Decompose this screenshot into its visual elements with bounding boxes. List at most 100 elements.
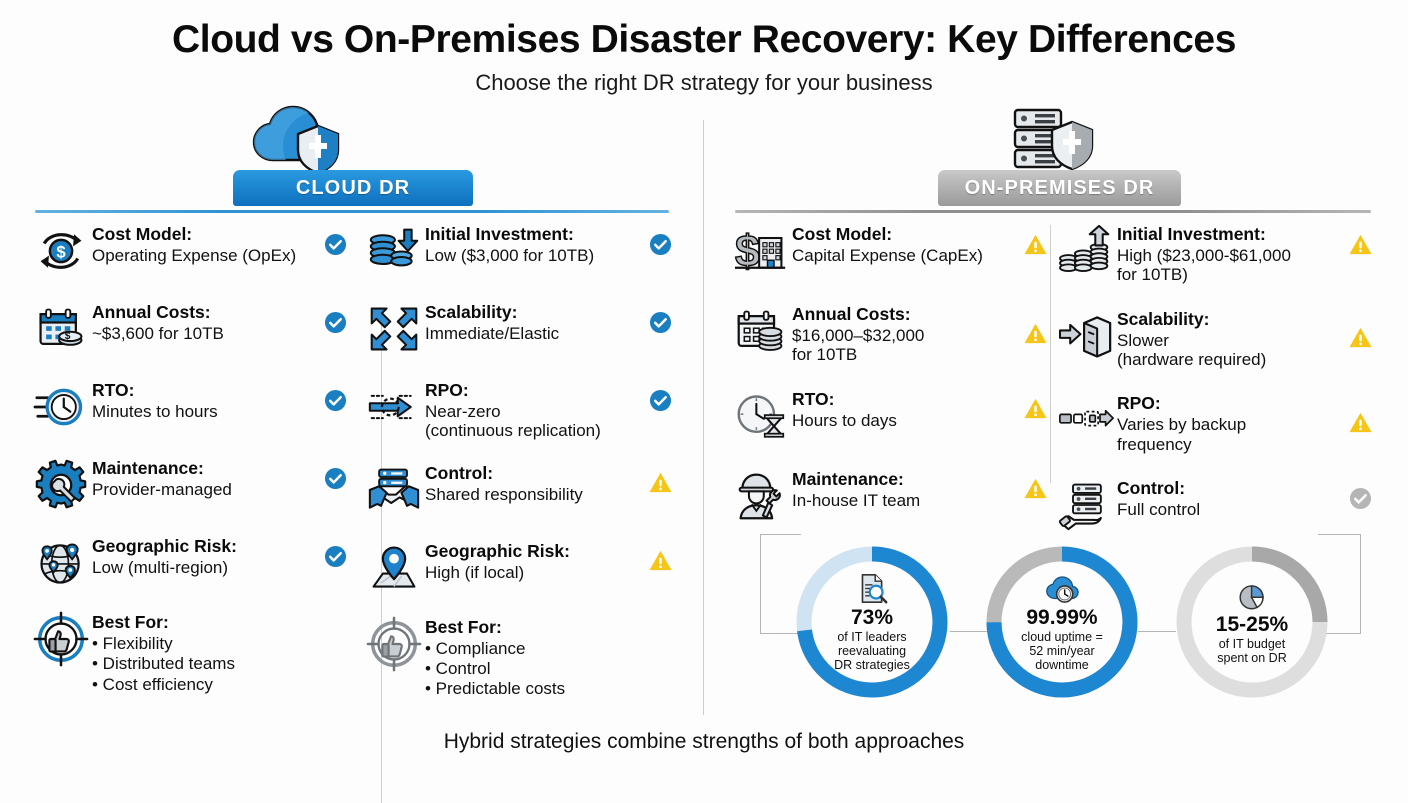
feature-value: Full control xyxy=(1117,500,1201,519)
feature-row: Control: Full control xyxy=(1055,476,1375,534)
feature-text: RPO: Near-zero (continuous replication) xyxy=(425,378,645,441)
feature-row: RTO: Minutes to hours xyxy=(30,378,350,436)
list-item: • Distributed teams xyxy=(92,654,235,674)
feature-value: Provider-managed xyxy=(92,479,232,499)
feature-label: RTO: xyxy=(792,388,835,409)
feature-text: Initial Investment: Low ($3,000 for 10TB… xyxy=(425,222,645,265)
warning-icon xyxy=(1020,396,1050,422)
feature-row: Geographic Risk: High (if local) xyxy=(363,539,675,597)
feature-row: Scalability: Slower (hardware required) xyxy=(1055,307,1375,370)
server-hand-icon xyxy=(1055,476,1117,534)
cloud-column-b: Initial Investment: Low ($3,000 for 10TB… xyxy=(363,222,675,700)
warning-icon xyxy=(645,470,675,496)
check-icon xyxy=(320,309,350,335)
feature-text: Annual Costs: $16,000–$32,000 for 10TB xyxy=(792,302,1020,365)
fast-clock-icon xyxy=(30,378,92,436)
check-icon xyxy=(320,231,350,257)
feature-label: Control: xyxy=(425,462,494,483)
svg-text:$: $ xyxy=(65,331,71,342)
handshake-server-icon xyxy=(363,461,425,519)
onprem-column-divider xyxy=(1050,225,1051,483)
feature-text: Initial Investment: High ($23,000-$61,00… xyxy=(1117,222,1345,285)
warning-icon xyxy=(1020,476,1050,502)
list-item: • Predictable costs xyxy=(425,679,566,699)
onprem-header-rule xyxy=(735,210,1371,213)
check-icon xyxy=(645,387,675,413)
warning-icon xyxy=(1345,409,1375,435)
clock-hourglass-icon xyxy=(730,387,792,445)
feature-row: RTO: Hours to days xyxy=(730,387,1050,445)
feature-label: Geographic Risk: xyxy=(92,536,237,556)
onprem-dr-panel: ON-PREMISES DR $ xyxy=(730,100,1378,720)
footer-note: Hybrid strategies combine strengths of b… xyxy=(443,730,965,753)
check-icon xyxy=(645,309,675,335)
check-icon xyxy=(320,387,350,413)
server-shield-icon xyxy=(993,102,1113,172)
stat-donut-73: 73% of IT leaders reevaluating DR strate… xyxy=(790,540,954,704)
feature-row: Initial Investment: Low ($3,000 for 10TB… xyxy=(363,222,675,280)
cloud-column-a: $ Cost Model: Operating Expense (OpEx) xyxy=(30,222,350,695)
feature-row: Scalability: Immediate/Elastic xyxy=(363,300,675,358)
onprem-column-a: $ Cost Model: Capital Expense (CapEx) xyxy=(730,222,1050,525)
feature-value: $16,000–$32,000 for 10TB xyxy=(792,325,925,365)
bracket-connector-2 xyxy=(1138,631,1176,632)
onprem-dr-badge: ON-PREMISES DR xyxy=(938,170,1181,206)
feature-text: Maintenance: In-house IT team xyxy=(792,467,1020,510)
best-for-list: • Compliance • Control • Predictable cos… xyxy=(425,639,675,700)
stat-donut-9999: 99.99% cloud uptime = 52 min/year downti… xyxy=(980,540,1144,704)
warning-icon xyxy=(1020,231,1050,257)
donut-core-2: 99.99% cloud uptime = 52 min/year downti… xyxy=(1002,562,1122,682)
check-gray-icon xyxy=(1345,485,1375,511)
cloud-shield-icon xyxy=(239,102,359,175)
feature-value: Near-zero (continuous replication) xyxy=(425,401,601,441)
donut-caption-1: of IT leaders reevaluating DR strategies xyxy=(834,630,910,672)
donut-value-1: 73% xyxy=(850,606,894,629)
calendar-coins-icon: $ xyxy=(30,300,92,358)
warning-icon xyxy=(1020,320,1050,346)
list-item: • Control xyxy=(425,659,491,679)
feature-value: Low ($3,000 for 10TB) xyxy=(425,245,595,265)
warning-icon xyxy=(1345,231,1375,257)
cloud-header-rule xyxy=(35,210,669,213)
cloud-clock-icon xyxy=(1045,572,1079,604)
feature-text: RPO: Varies by backup frequency xyxy=(1117,391,1345,454)
cloud-column-divider xyxy=(381,325,382,803)
feature-text: Annual Costs: ~$3,600 for 10TB xyxy=(92,300,320,343)
feature-value: ~$3,600 for 10TB xyxy=(92,323,224,343)
stat-donut-group: 73% of IT leaders reevaluating DR strate… xyxy=(760,534,1361,720)
it-worker-icon xyxy=(730,467,792,525)
feature-text: Control: Shared responsibility xyxy=(425,461,645,504)
donut-core-1: 73% of IT leaders reevaluating DR strate… xyxy=(812,562,932,682)
feature-value: In-house IT team xyxy=(792,490,921,510)
donut-caption-2: cloud uptime = 52 min/year downtime xyxy=(1021,630,1103,672)
feature-row: Maintenance: Provider-managed xyxy=(30,456,350,514)
feature-label: Geographic Risk: xyxy=(425,540,570,561)
feature-value: Minutes to hours xyxy=(92,401,218,421)
feature-text: Scalability: Slower (hardware required) xyxy=(1117,307,1345,370)
feature-label: Annual Costs: xyxy=(792,304,911,324)
feature-row: RPO: Near-zero (continuous replication) xyxy=(363,378,675,441)
sync-arrow-icon xyxy=(363,378,425,436)
feature-value: Hours to days xyxy=(792,410,897,430)
feature-label: Scalability: xyxy=(425,302,518,322)
pie-chart-icon xyxy=(1237,579,1268,611)
donut-value-2: 99.99% xyxy=(1026,606,1098,629)
stat-donut-1525: 15-25% of IT budget spent on DR xyxy=(1170,540,1334,704)
feature-value: High (if local) xyxy=(425,562,525,582)
bracket-connector-1 xyxy=(950,631,988,632)
feature-row-best-for: Best For: • Compliance • Control • Predi… xyxy=(363,615,675,700)
coins-up-arrow-icon xyxy=(1055,222,1117,280)
svg-text:$: $ xyxy=(56,243,66,262)
page-title: Cloud vs On-Premises Disaster Recovery: … xyxy=(172,18,1236,61)
feature-text: Best For: • Compliance • Control • Predi… xyxy=(425,615,675,700)
feature-value: Low (multi-region) xyxy=(92,557,229,577)
warning-icon xyxy=(645,548,675,574)
feature-text: Cost Model: Capital Expense (CapEx) xyxy=(792,222,1020,265)
feature-row: $ Annual Costs: ~$3,600 for 10TB xyxy=(30,300,350,358)
infographic-canvas: Cloud vs On-Premises Disaster Recovery: … xyxy=(30,18,1378,803)
feature-text: RTO: Minutes to hours xyxy=(92,378,320,421)
list-item: • Compliance xyxy=(425,638,526,658)
bracket-left xyxy=(760,534,801,634)
feature-row: Maintenance: In-house IT team xyxy=(730,467,1050,525)
feature-row: $ Cost Model: Capital Expense (CapEx) xyxy=(730,222,1050,280)
